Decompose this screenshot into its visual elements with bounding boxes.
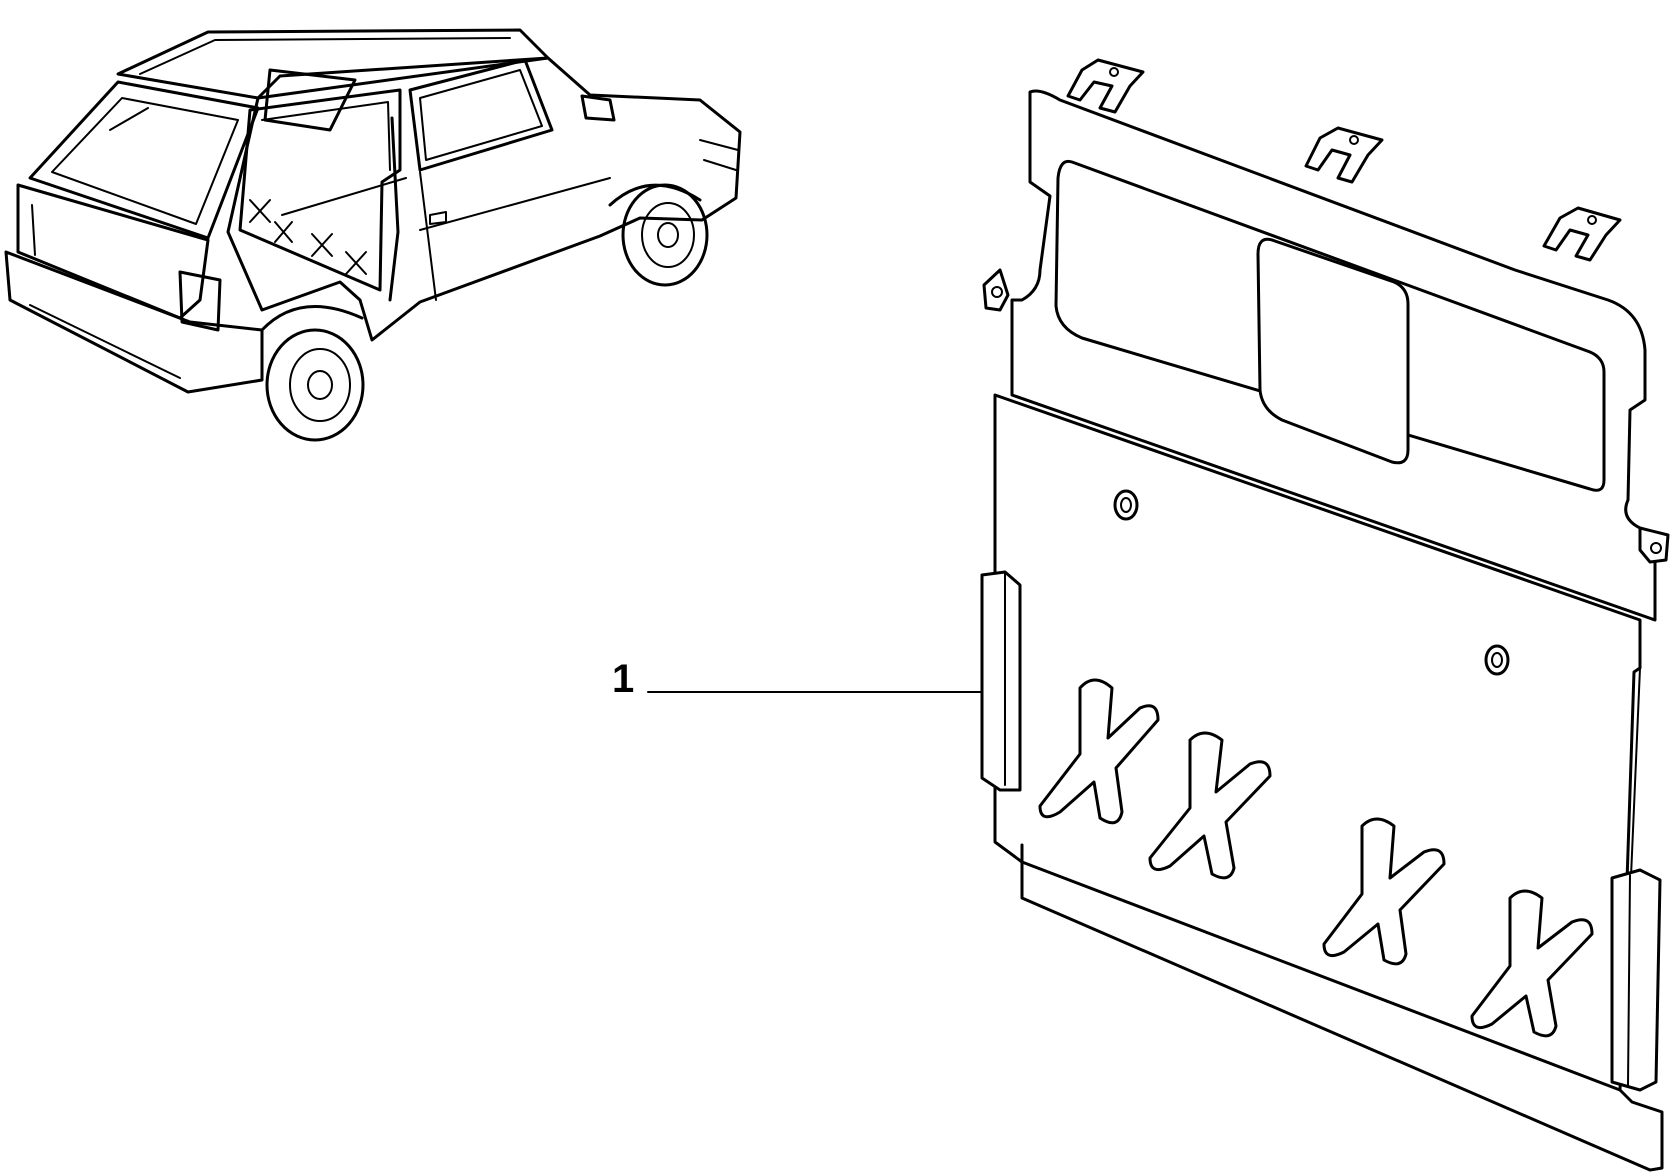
- x-cutout: [1038, 678, 1160, 825]
- x-cutout: [1322, 817, 1446, 966]
- callout-1: 1: [612, 657, 983, 701]
- car-location-icon: [4, 28, 742, 442]
- callout-number: 1: [612, 657, 634, 701]
- partition-panel-illustration: [980, 58, 1670, 1172]
- x-cutout: [1148, 731, 1272, 880]
- x-cutout: [1470, 889, 1594, 1038]
